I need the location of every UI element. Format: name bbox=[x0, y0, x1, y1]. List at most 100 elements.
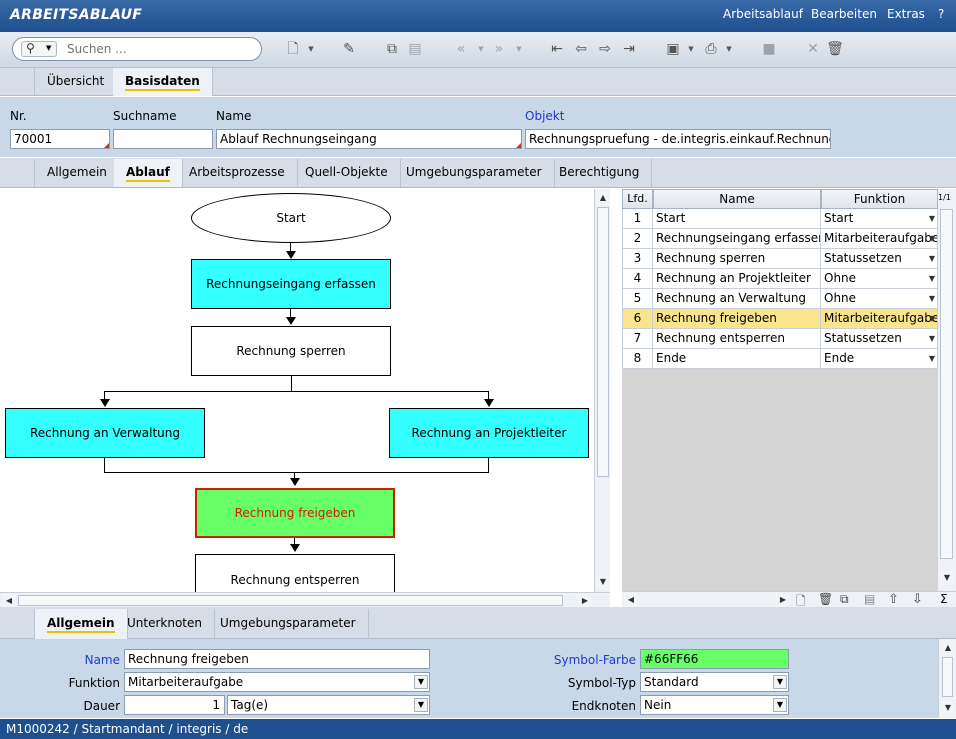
tab-uebersicht[interactable]: Übersicht bbox=[34, 68, 118, 96]
tab-unterknoten[interactable]: Unterknoten bbox=[115, 609, 215, 639]
scroll-down-icon[interactable]: ▼ bbox=[940, 571, 954, 585]
back-double-icon[interactable]: « bbox=[456, 41, 466, 57]
edit-icon[interactable]: ✎ bbox=[343, 41, 355, 57]
cell-funktion[interactable]: Ohne▼ bbox=[821, 289, 938, 309]
previous-record-icon[interactable]: ⇦ bbox=[575, 41, 587, 57]
sum-icon[interactable]: Σ bbox=[940, 592, 948, 606]
tab-detail-umgebungsparameter[interactable]: Umgebungsparameter bbox=[208, 609, 369, 639]
menu-bearbeiten[interactable]: Bearbeiten bbox=[811, 7, 877, 21]
scroll-down-icon[interactable]: ▼ bbox=[596, 575, 610, 589]
tab-detail-allgemein[interactable]: Allgemein bbox=[34, 609, 128, 639]
move-down-icon[interactable]: ⇩ bbox=[912, 592, 923, 607]
tab-ablauf[interactable]: Ablauf bbox=[114, 159, 183, 187]
chevron-down-icon[interactable]: ▼ bbox=[726, 45, 732, 53]
diagram-scrollbar-horizontal[interactable]: ◀ ▶ bbox=[0, 592, 610, 608]
cell-funktion[interactable]: Statussetzen▼ bbox=[821, 249, 938, 269]
copy-icon[interactable]: ⧉ bbox=[387, 41, 397, 57]
chevron-down-icon[interactable]: ▼ bbox=[308, 45, 314, 53]
chevron-down-icon[interactable]: ▼ bbox=[928, 334, 935, 343]
cell-name[interactable]: Ende bbox=[653, 349, 821, 369]
detail-funktion-select[interactable]: Mitarbeiteraufgabe▼ bbox=[124, 672, 430, 692]
scroll-up-icon[interactable]: ▲ bbox=[596, 191, 610, 205]
menu-help[interactable]: ? bbox=[938, 7, 945, 21]
grid-scrollbar-vertical[interactable]: 1/1 ▼ bbox=[938, 189, 956, 593]
chevron-down-icon[interactable]: ▼ bbox=[928, 254, 935, 263]
detail-farbe-field[interactable]: #66FF66 bbox=[640, 649, 789, 669]
nr-field[interactable]: 70001 bbox=[10, 129, 110, 149]
forward-double-icon[interactable]: » bbox=[494, 41, 504, 57]
menu-arbeitsablauf[interactable]: Arbeitsablauf bbox=[723, 7, 803, 21]
chevron-down-icon[interactable]: ▼ bbox=[928, 234, 935, 243]
detail-endknoten-select[interactable]: Nein▼ bbox=[640, 695, 789, 715]
tab-quell-objekte[interactable]: Quell-Objekte bbox=[293, 159, 401, 187]
cell-name[interactable]: Rechnung an Projektleiter bbox=[653, 269, 821, 289]
chevron-down-icon[interactable]: ▼ bbox=[928, 274, 935, 283]
cell-funktion[interactable]: Ohne▼ bbox=[821, 269, 938, 289]
scrollbar-track[interactable] bbox=[940, 209, 953, 559]
report-icon[interactable]: ▣ bbox=[666, 41, 680, 57]
flow-node-start[interactable]: Start bbox=[191, 193, 391, 243]
flow-node-sperren[interactable]: Rechnung sperren bbox=[191, 326, 391, 376]
next-record-icon[interactable]: ⇨ bbox=[599, 41, 611, 57]
column-header-lfd[interactable]: Lfd. bbox=[622, 189, 653, 209]
print-icon[interactable]: ⎙ bbox=[705, 41, 717, 57]
chevron-down-icon[interactable]: ▼ bbox=[773, 675, 787, 689]
new-document-icon[interactable]: 🗋 bbox=[287, 41, 299, 57]
chevron-down-icon[interactable]: ▼ bbox=[928, 354, 935, 363]
chevron-down-icon[interactable]: ▼ bbox=[773, 698, 787, 712]
scrollbar-thumb[interactable] bbox=[597, 207, 609, 477]
tab-allgemein[interactable]: Allgemein bbox=[34, 159, 120, 187]
column-header-funktion[interactable]: Funktion bbox=[821, 189, 938, 209]
chevron-down-icon[interactable]: ▼ bbox=[414, 698, 428, 712]
cell-funktion[interactable]: Ende▼ bbox=[821, 349, 938, 369]
scrollbar-thumb[interactable] bbox=[942, 657, 953, 697]
chevron-down-icon[interactable]: ▼ bbox=[478, 45, 484, 53]
objekt-label[interactable]: Objekt bbox=[525, 109, 565, 123]
scroll-up-icon[interactable]: ▲ bbox=[941, 641, 955, 655]
cell-name[interactable]: Rechnung entsperren bbox=[653, 329, 821, 349]
flow-node-freigeben[interactable]: Rechnung freigeben bbox=[195, 488, 395, 538]
tab-basisdaten[interactable]: Basisdaten bbox=[113, 68, 213, 96]
search-mode-button[interactable]: ⚲ ▼ bbox=[21, 41, 57, 57]
detail-dauer-unit-select[interactable]: Tag(e)▼ bbox=[227, 695, 430, 715]
detail-typ-select[interactable]: Standard▼ bbox=[640, 672, 789, 692]
cell-name[interactable]: Rechnungseingang erfassen bbox=[653, 229, 821, 249]
name-field[interactable]: Ablauf Rechnungseingang bbox=[216, 129, 522, 149]
cell-funktion[interactable]: Statussetzen▼ bbox=[821, 329, 938, 349]
scroll-left-icon[interactable]: ◀ bbox=[2, 594, 16, 608]
chevron-down-icon[interactable]: ▼ bbox=[928, 214, 935, 223]
cancel-icon[interactable]: ✕ bbox=[807, 41, 819, 57]
cell-funktion[interactable]: Mitarbeiteraufgabe▼ bbox=[821, 229, 938, 249]
chevron-down-icon[interactable]: ▼ bbox=[414, 675, 428, 689]
paste-icon[interactable]: ▤ bbox=[408, 41, 422, 57]
scroll-right-icon[interactable]: ▶ bbox=[578, 594, 592, 608]
delete-row-icon[interactable]: 🗑 bbox=[818, 592, 834, 606]
cell-name[interactable]: Start bbox=[653, 209, 821, 229]
move-up-icon[interactable]: ⇧ bbox=[888, 592, 899, 607]
last-record-icon[interactable]: ⇥ bbox=[623, 41, 635, 57]
detail-scrollbar[interactable]: ▲ ▼ bbox=[938, 639, 956, 718]
save-icon[interactable]: ■ bbox=[762, 41, 776, 57]
paste-row-icon[interactable]: ▤ bbox=[864, 592, 876, 606]
delete-icon[interactable]: 🗑 bbox=[826, 41, 844, 57]
objekt-field[interactable]: Rechnungspruefung - de.integris.einkauf.… bbox=[525, 129, 831, 149]
flow-node-verwaltung[interactable]: Rechnung an Verwaltung bbox=[5, 408, 205, 458]
cell-funktion[interactable]: Start▼ bbox=[821, 209, 938, 229]
chevron-down-icon[interactable]: ▼ bbox=[928, 314, 935, 323]
flow-node-rechnungseingang[interactable]: Rechnungseingang erfassen bbox=[191, 259, 391, 309]
cell-name[interactable]: Rechnung freigeben bbox=[653, 309, 821, 329]
diagram-scrollbar-vertical[interactable]: ▲ ▼ bbox=[594, 189, 610, 593]
flow-node-projektleiter[interactable]: Rechnung an Projektleiter bbox=[389, 408, 589, 458]
detail-dauer-field[interactable]: 1 bbox=[124, 695, 225, 715]
menu-extras[interactable]: Extras bbox=[887, 7, 925, 21]
tab-umgebungsparameter[interactable]: Umgebungsparameter bbox=[394, 159, 555, 187]
detail-name-field[interactable]: Rechnung freigeben bbox=[124, 649, 430, 669]
